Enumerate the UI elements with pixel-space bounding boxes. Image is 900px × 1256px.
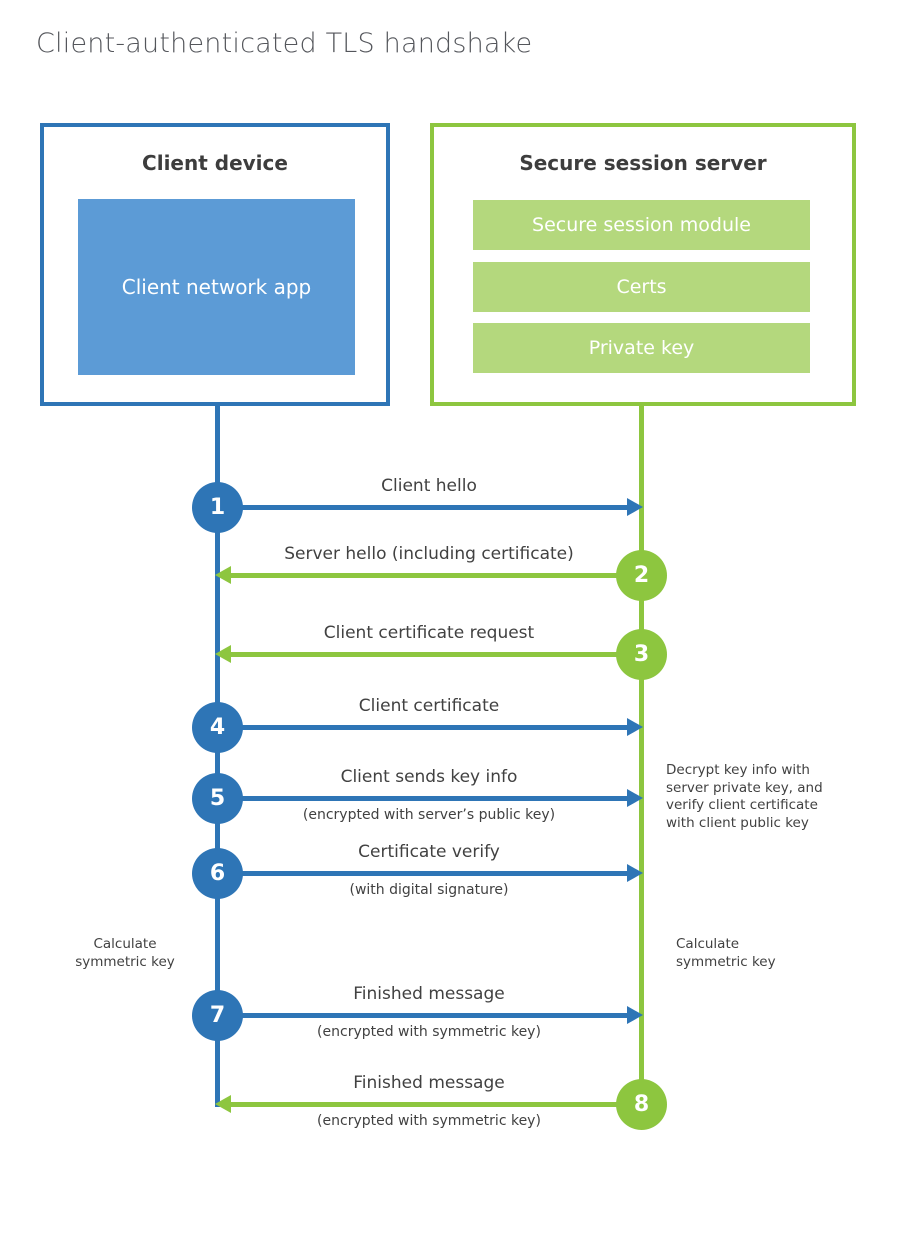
message-arrow-line [217, 505, 628, 510]
arrowhead-icon [627, 498, 643, 516]
page-title: Client-authenticated TLS handshake [36, 28, 533, 59]
step-number-badge: 5 [192, 772, 243, 824]
message-label: Client hello [381, 476, 477, 496]
calc-symmetric-key-right-note: Calculate symmetric key [676, 936, 776, 970]
step-number-badge: 8 [616, 1078, 667, 1130]
message-arrow-line [231, 573, 641, 578]
server-certs-bar: Certs [473, 262, 810, 312]
message-sublabel: (encrypted with symmetric key) [317, 1024, 541, 1040]
step-number-badge: 1 [192, 481, 243, 533]
client-lifeline [215, 403, 220, 1107]
message-arrow-line [231, 1102, 641, 1107]
message-label: Certificate verify [358, 842, 500, 862]
arrowhead-icon [627, 718, 643, 736]
message-label: Client sends key info [340, 767, 518, 787]
arrowhead-icon [215, 1095, 231, 1113]
arrowhead-icon [215, 645, 231, 663]
secure-session-server-box: Secure session server Secure session mod… [430, 123, 856, 406]
server-lifeline [639, 403, 644, 1082]
message-label: Client certificate request [323, 623, 535, 643]
secure-session-server-title: Secure session server [519, 151, 767, 175]
step-number-badge: 4 [192, 701, 243, 753]
client-network-app-rect: Client network app [78, 199, 355, 375]
arrowhead-icon [627, 864, 643, 882]
message-sublabel: (with digital signature) [349, 882, 509, 898]
message-label: Finished message [353, 1073, 505, 1093]
client-device-title: Client device [142, 151, 288, 175]
calc-symmetric-key-left-note: Calculate symmetric key [75, 936, 175, 970]
server-private-key-bar: Private key [473, 323, 810, 373]
step-number-badge: 2 [616, 549, 667, 601]
message-label: Finished message [353, 984, 505, 1004]
arrowhead-icon [627, 789, 643, 807]
message-arrow-line [217, 871, 628, 876]
message-arrow-line [231, 652, 641, 657]
step-number-badge: 6 [192, 847, 243, 899]
client-network-app-label: Client network app [121, 275, 312, 299]
message-sublabel: (encrypted with symmetric key) [317, 1113, 541, 1129]
message-label: Client certificate [358, 696, 500, 716]
message-arrow-line [217, 1013, 628, 1018]
client-device-box: Client device Client network app [40, 123, 390, 406]
message-arrow-line [217, 725, 628, 730]
server-module-bar: Secure session module [473, 200, 810, 250]
arrowhead-icon [215, 566, 231, 584]
step-number-badge: 3 [616, 628, 667, 680]
step-number-badge: 7 [192, 989, 243, 1041]
decrypt-note: Decrypt key info with server private key… [666, 762, 823, 831]
arrowhead-icon [627, 1006, 643, 1024]
message-label: Server hello (including certificate) [284, 544, 574, 564]
message-arrow-line [217, 796, 628, 801]
message-sublabel: (encrypted with server’s public key) [302, 807, 556, 823]
